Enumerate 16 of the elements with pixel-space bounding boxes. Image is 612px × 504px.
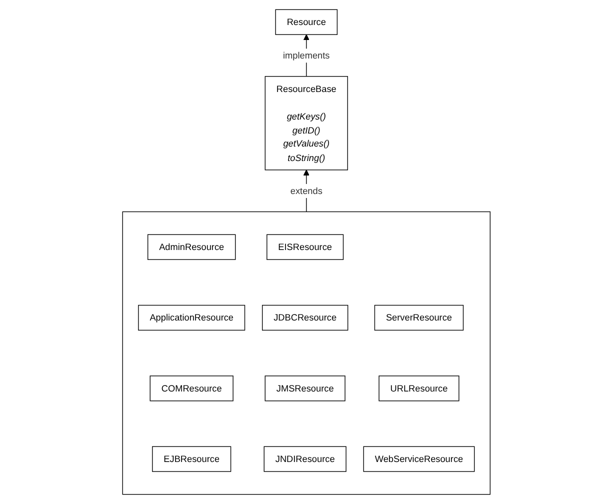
node-box: JDBCResource [262, 304, 348, 331]
node-box: ResourceBase getKeys() getID() getValues() toString() [264, 76, 348, 170]
node-box: AdminResource [147, 234, 236, 260]
cluster [122, 211, 490, 495]
node-box: COMResource [149, 376, 234, 402]
node-box: ServerResource [374, 304, 464, 331]
edge-label: implements [282, 50, 330, 61]
node-box: JNDIResource [263, 446, 346, 472]
node-box: URLResource [378, 376, 459, 402]
node-box: WebServiceResource [362, 446, 474, 472]
node-box: Resource [274, 9, 338, 35]
node-box: JMSResource [264, 376, 345, 402]
edge-label: extends [290, 185, 322, 196]
node-box: EISResource [266, 234, 344, 260]
node-box: EJBResource [152, 446, 231, 472]
node-box: ApplicationResource [138, 304, 245, 331]
